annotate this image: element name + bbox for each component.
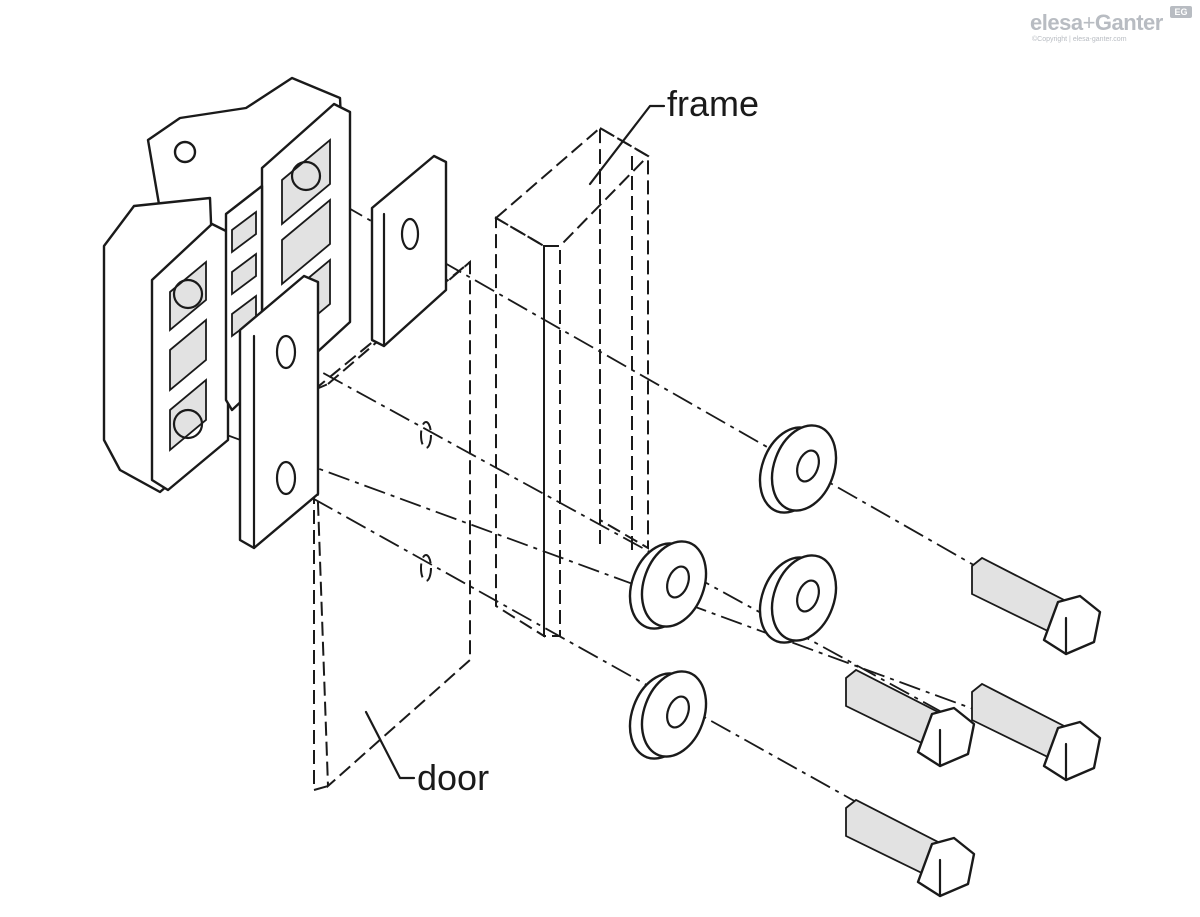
elesa-ganter-logo: elesa+Ganter EG ©Copyright | elesa-gante… — [1030, 6, 1195, 46]
door-front-face — [312, 259, 471, 789]
mounting-plate-upper — [370, 154, 448, 348]
hinge-hole-left-bottom — [172, 408, 204, 440]
leader-lines — [364, 104, 666, 780]
center-line-bottom — [279, 479, 961, 861]
bolts — [845, 556, 1102, 898]
door-hole-lower — [420, 554, 432, 582]
logo-copyright: ©Copyright | elesa-ganter.com — [1032, 36, 1127, 43]
bolt-2-head — [916, 706, 976, 768]
bolt-1-head — [1042, 594, 1102, 656]
hinge-hole-right-top — [290, 160, 322, 192]
bolt-4-head — [916, 836, 976, 898]
bolt-3-head — [1042, 720, 1102, 782]
logo-wordmark: elesa+Ganter — [1030, 10, 1163, 36]
hinge-pin-hole — [173, 140, 197, 164]
washers — [628, 424, 838, 760]
frame-side-face — [543, 245, 561, 637]
door-label: door — [417, 757, 490, 798]
washer-4-hole — [666, 695, 690, 729]
hinge-plate-left-pattern — [169, 260, 207, 452]
mounting-plate-lower — [238, 274, 320, 550]
washer-1-hole — [796, 449, 820, 483]
mounting-plates — [238, 154, 448, 550]
mounting-plate-lower-hole-top — [275, 334, 297, 370]
center-line-lower — [185, 419, 1086, 751]
frame-top-face — [494, 126, 650, 247]
frame-profile — [494, 126, 650, 638]
frame-label: frame — [667, 83, 760, 124]
washer-3-hole — [796, 579, 820, 613]
washer-3 — [758, 554, 838, 644]
washer-4 — [628, 670, 708, 760]
door-leader — [364, 710, 416, 780]
frame-back-face — [599, 126, 649, 550]
door-panel — [312, 259, 471, 792]
hinge-hole-left-top — [172, 278, 204, 310]
washer-3-front — [770, 554, 838, 642]
logo-brand-left: elesa — [1030, 10, 1083, 35]
center-line-upper — [189, 299, 961, 723]
washer-2-front — [640, 540, 708, 628]
bolt-4 — [845, 798, 976, 898]
washer-4-front — [640, 670, 708, 758]
logo-badge: EG — [1170, 6, 1192, 18]
door-hole-upper — [420, 421, 432, 449]
logo-plus: + — [1082, 10, 1096, 35]
door-left-edge — [313, 390, 329, 792]
hinge-spine-teeth — [231, 210, 257, 338]
washer-1 — [758, 424, 838, 514]
logo-brand-right: Ganter — [1094, 10, 1163, 35]
bolt-3 — [971, 682, 1102, 782]
mounting-plate-lower-hole-bottom — [275, 460, 297, 496]
bolt-1 — [971, 556, 1102, 656]
washer-1-front — [770, 424, 838, 512]
frame-front-face — [495, 216, 545, 638]
mounting-plate-upper-hole — [400, 217, 420, 251]
washer-2-hole — [666, 565, 690, 599]
washer-2 — [628, 540, 708, 630]
frame-leader — [588, 104, 666, 186]
bolt-2 — [845, 668, 976, 768]
